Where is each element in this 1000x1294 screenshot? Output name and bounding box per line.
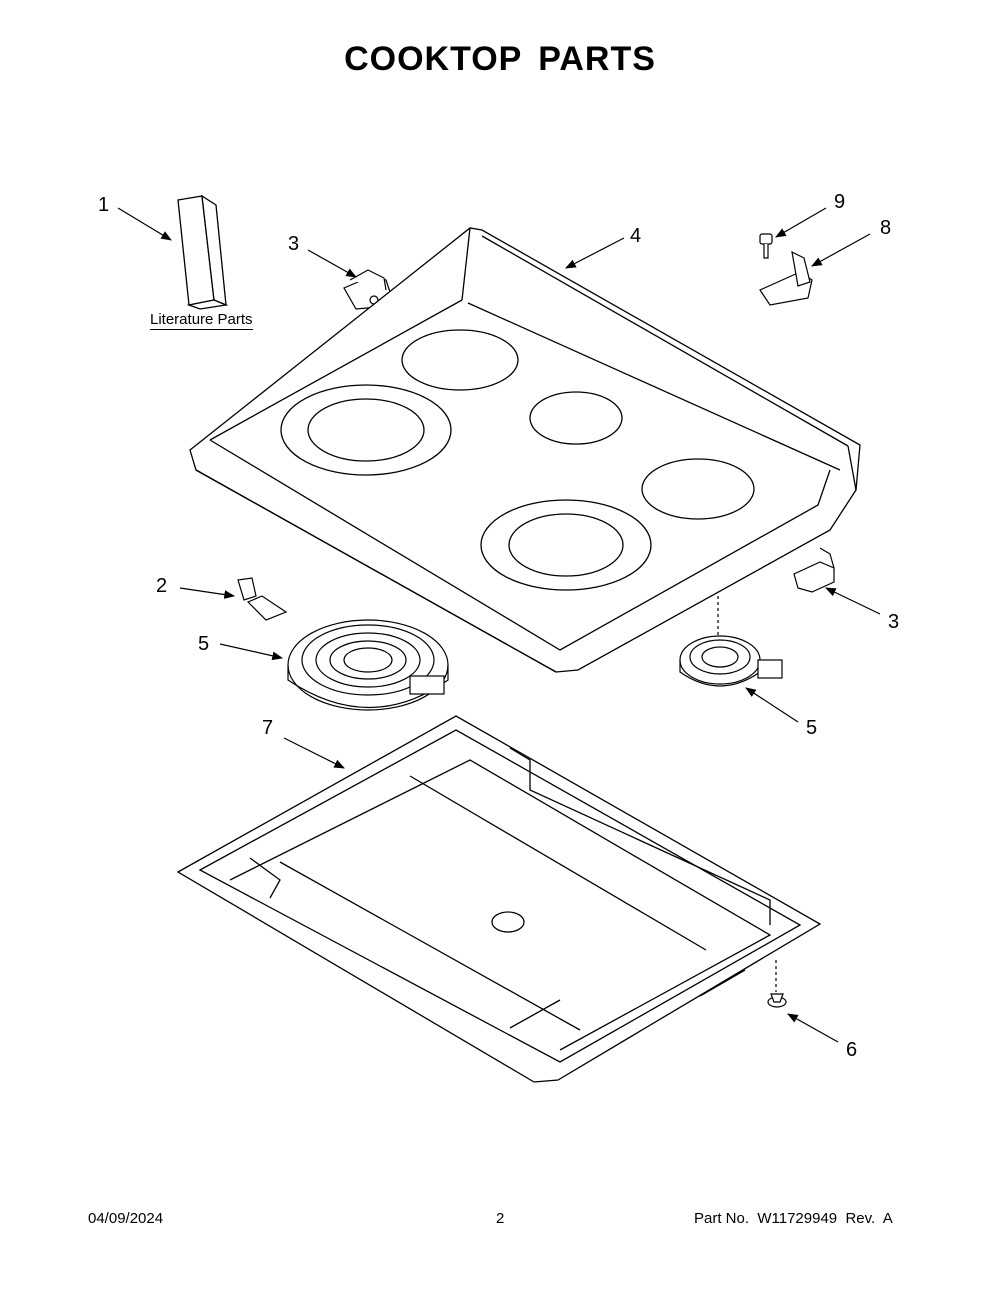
burner-rear-left xyxy=(401,329,519,391)
leader-arrows xyxy=(117,207,881,1043)
callout-6: 6 xyxy=(846,1039,858,1061)
mounting-bracket-right xyxy=(759,250,813,306)
callout-5-right: 5 xyxy=(806,717,818,739)
callout-4: 4 xyxy=(630,225,642,247)
cooktop-clip xyxy=(237,577,288,621)
callout-3-right: 3 xyxy=(888,611,900,633)
cooktop-main-top xyxy=(189,227,861,673)
burner-front-right xyxy=(480,499,652,591)
burner-front-left xyxy=(280,384,452,476)
footer-date: 04/09/2024 xyxy=(88,1210,164,1227)
footer-part-info: Part No. W11729949 Rev. A xyxy=(694,1210,893,1227)
literature-parts-label: Literature Parts xyxy=(150,311,253,330)
cooktop-support-frame xyxy=(176,715,822,1083)
callout-2: 2 xyxy=(156,575,168,597)
screw xyxy=(759,233,773,259)
frame-fastener xyxy=(767,960,787,1008)
callout-3-top: 3 xyxy=(288,233,300,255)
callout-7: 7 xyxy=(262,717,274,739)
burner-rear-right xyxy=(641,458,755,520)
callout-8: 8 xyxy=(880,217,892,239)
radiant-element-large xyxy=(287,619,449,711)
callout-5-left: 5 xyxy=(198,633,210,655)
footer-page-number: 2 xyxy=(496,1210,505,1227)
cooktop-bracket-right xyxy=(793,547,835,593)
burner-center xyxy=(529,391,623,445)
radiant-element-small xyxy=(679,596,783,687)
page-title: COOKTOP PARTS xyxy=(344,40,656,78)
literature-booklet xyxy=(177,194,229,310)
callout-1: 1 xyxy=(98,194,110,216)
callout-9: 9 xyxy=(834,191,846,213)
